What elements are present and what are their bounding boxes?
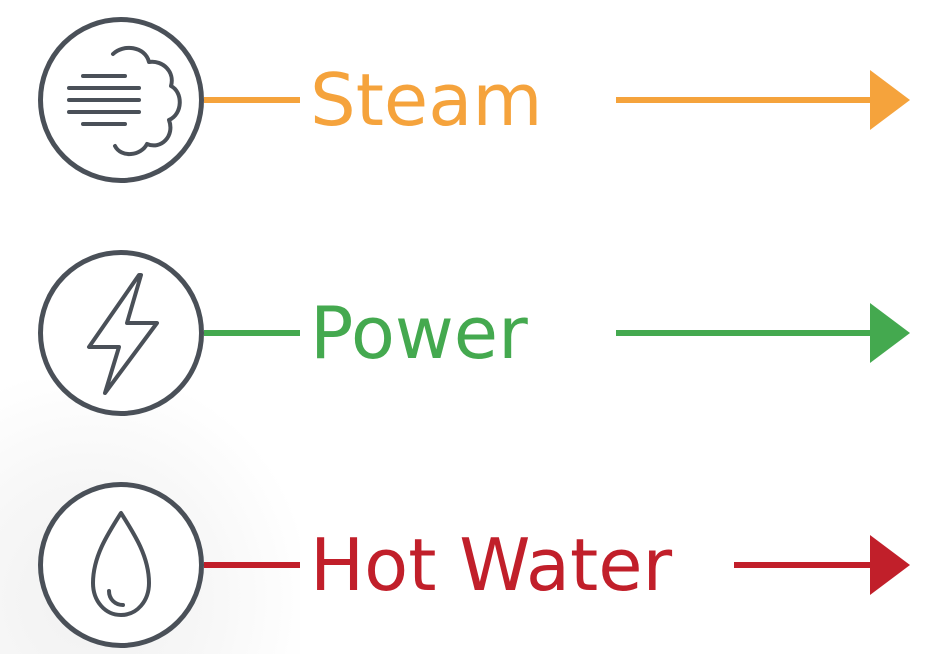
arrow-shaft <box>616 330 876 336</box>
water-drop-icon <box>38 482 204 648</box>
arrow-shaft <box>616 97 876 103</box>
arrow-steam <box>616 70 910 130</box>
arrow-head <box>870 303 910 363</box>
arrow-head <box>870 535 910 595</box>
arrow-head <box>870 70 910 130</box>
label-steam: Steam <box>310 58 543 142</box>
lightning-bolt-icon <box>38 250 204 416</box>
arrow-hot-water <box>734 535 910 595</box>
label-hot-water: Hot Water <box>310 523 673 607</box>
arrow-shaft <box>734 562 876 568</box>
connector-line <box>204 562 300 568</box>
row-hot-water: Hot Water <box>0 475 950 654</box>
row-power: Power <box>0 243 950 423</box>
row-steam: Steam <box>0 10 950 190</box>
connector-line <box>204 97 300 103</box>
connector-line <box>204 330 300 336</box>
steam-icon <box>38 17 204 183</box>
label-power: Power <box>310 291 528 375</box>
arrow-power <box>616 303 910 363</box>
